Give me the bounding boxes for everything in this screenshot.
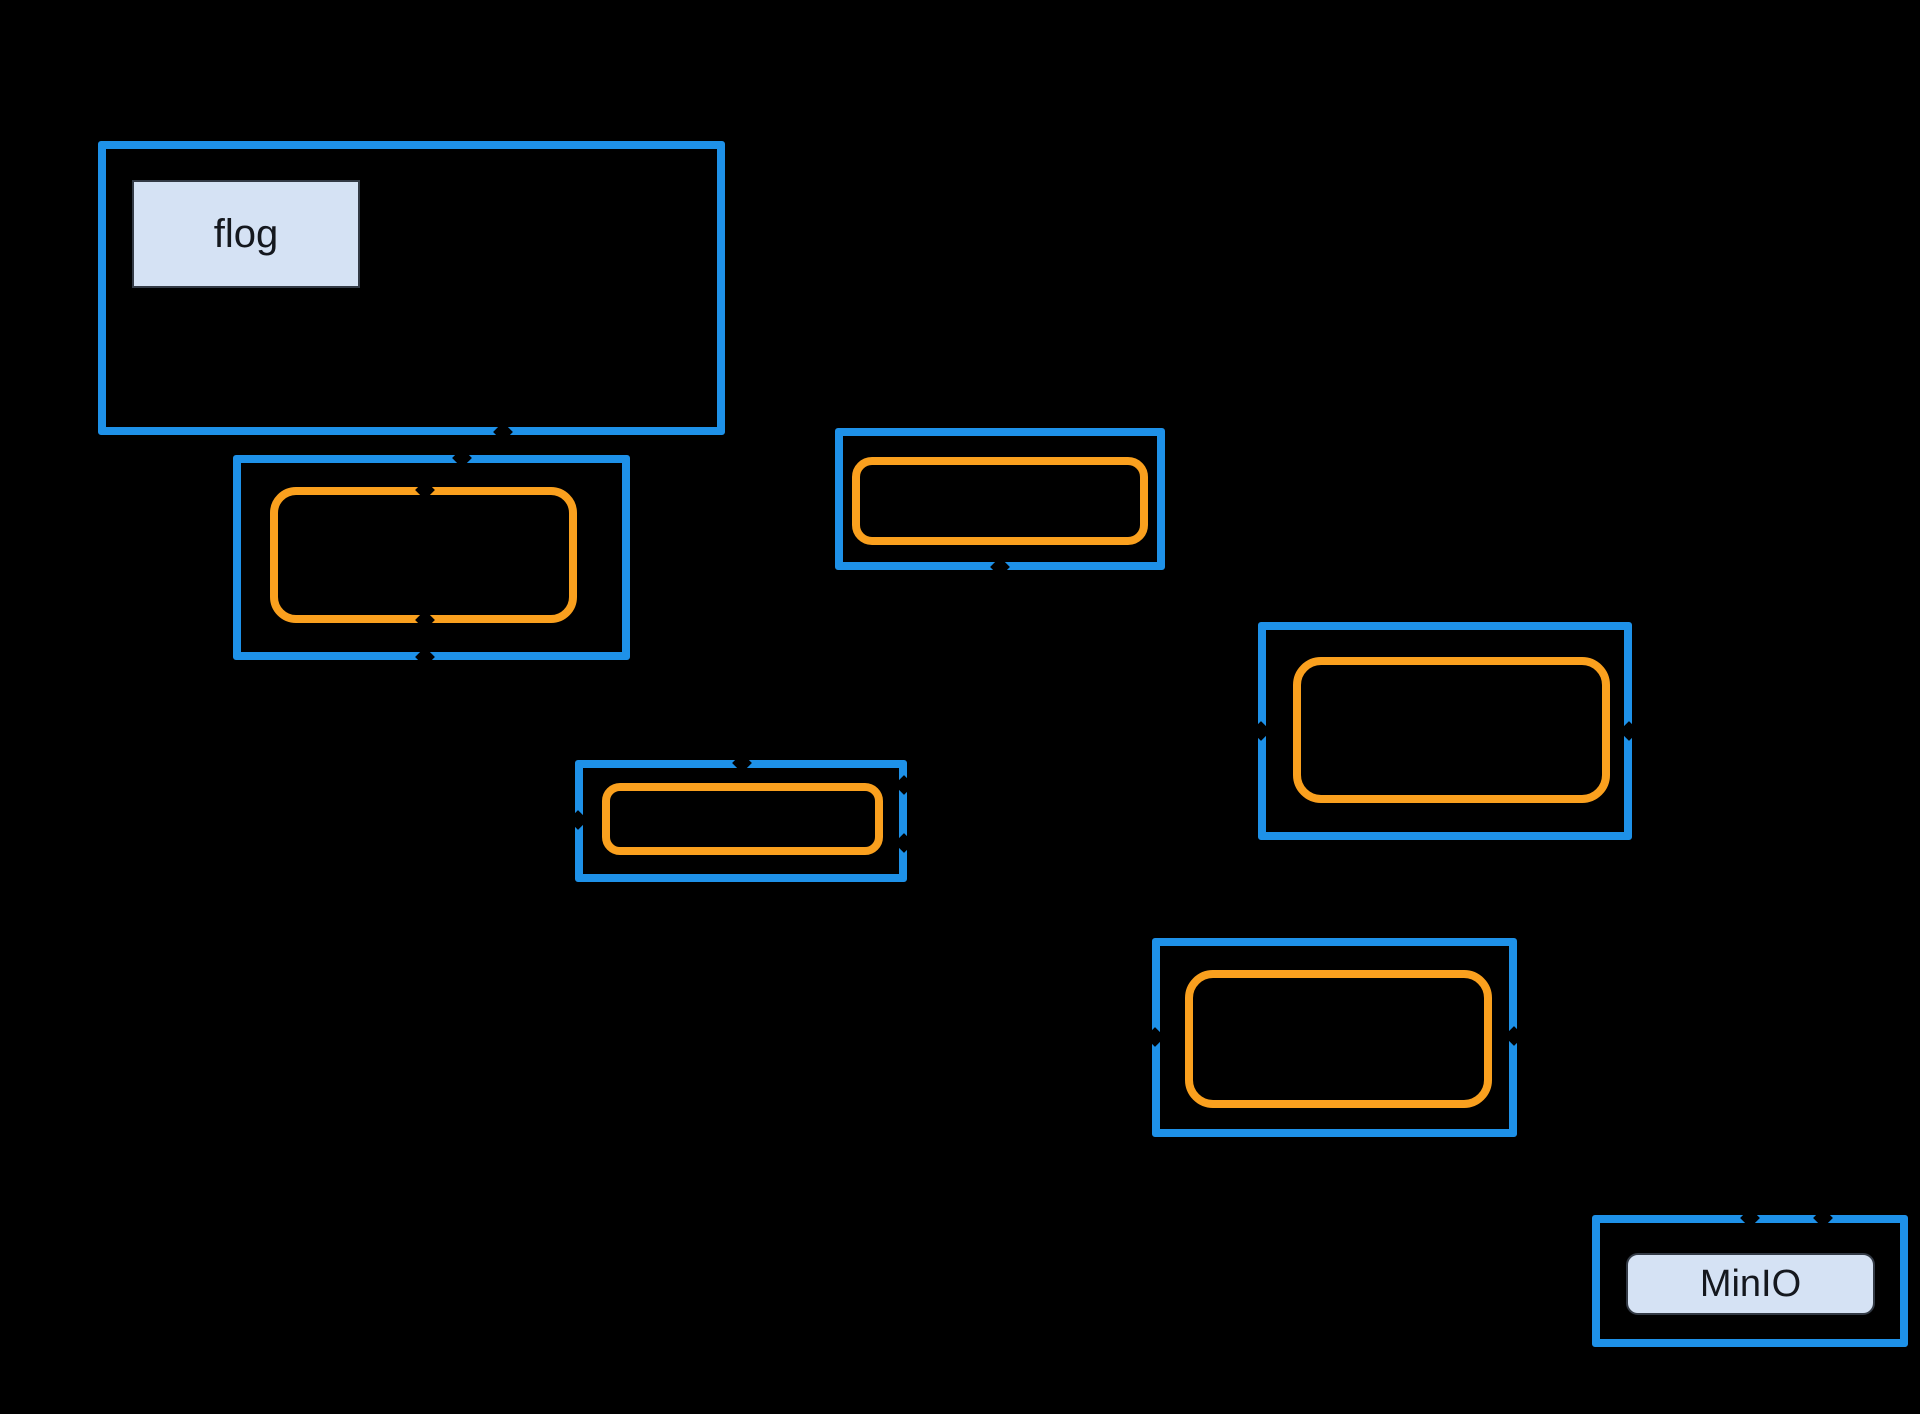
- flog-node: flog: [132, 180, 360, 288]
- flog-cluster-box: [98, 141, 725, 435]
- node-5-outline: [1293, 657, 1610, 803]
- minio-node-label: MinIO: [1699, 1263, 1802, 1305]
- node-6-outline: [1185, 970, 1492, 1108]
- node-3-outline: [852, 457, 1148, 545]
- node-2-outline: [270, 487, 577, 623]
- flog-node-label: flog: [213, 212, 279, 256]
- minio-node: MinIO: [1626, 1253, 1875, 1315]
- node-4-outline: [602, 783, 883, 855]
